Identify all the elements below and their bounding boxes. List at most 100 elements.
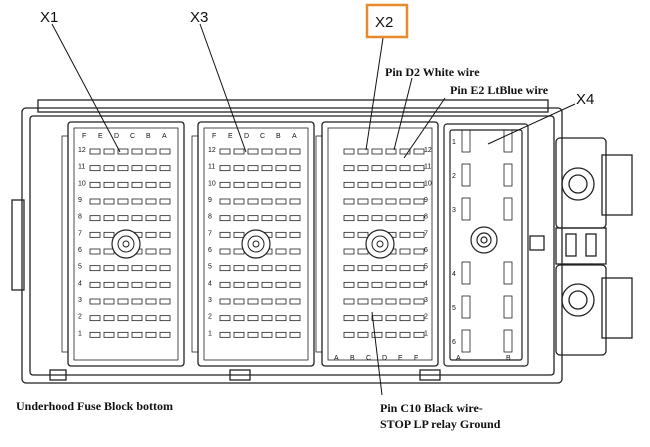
pin-cavity xyxy=(233,248,245,255)
column-letter: B xyxy=(276,133,281,140)
pin-cavity xyxy=(233,331,245,338)
pin-cavity xyxy=(357,165,369,172)
pin-cavity xyxy=(261,281,273,288)
pin-cavity xyxy=(131,315,143,322)
pin-cavity xyxy=(275,298,287,305)
pin-cavity xyxy=(233,231,245,238)
pin-cavity xyxy=(219,181,231,188)
pin-cavity xyxy=(159,231,171,238)
x4-pin-number: 3 xyxy=(452,207,456,214)
pin-cavity xyxy=(399,215,411,222)
pin-cavity xyxy=(233,165,245,172)
pin-cavity xyxy=(159,248,171,255)
x4-connector xyxy=(443,123,529,367)
row-number: 6 xyxy=(424,247,428,254)
pin-cavity xyxy=(219,298,231,305)
row-number: 10 xyxy=(78,180,86,187)
x4-pin-number: 5 xyxy=(452,305,456,312)
pin-cavity xyxy=(399,198,411,205)
row-number: 10 xyxy=(424,180,432,187)
label-pin-c10-line2: STOP LP relay Ground xyxy=(380,417,501,431)
pin-cavity xyxy=(219,315,231,322)
pin-cavity xyxy=(357,248,369,255)
pin-cavity xyxy=(343,265,355,272)
pin-cavity xyxy=(131,298,143,305)
pin-cavity xyxy=(145,281,157,288)
row-number: 7 xyxy=(424,230,428,237)
row-number: 12 xyxy=(78,147,86,154)
pin-cavity xyxy=(289,198,301,205)
pin-cavity xyxy=(117,298,129,305)
pin-cavity xyxy=(131,281,143,288)
pin-cavity xyxy=(219,165,231,172)
pin-cavity xyxy=(103,298,115,305)
x4-pin-cavity xyxy=(503,197,513,221)
pin-cavity xyxy=(261,315,273,322)
pin-cavity xyxy=(89,231,101,238)
x4-pin-cavity xyxy=(503,329,513,353)
row-number: 5 xyxy=(424,264,428,271)
pin-cavity xyxy=(131,148,143,155)
pin-cavity xyxy=(117,181,129,188)
pin-cavity xyxy=(343,165,355,172)
connector-inner-frame xyxy=(327,127,433,361)
pin-cavity xyxy=(357,198,369,205)
pin-cavity xyxy=(159,148,171,155)
label-x4: X4 xyxy=(576,91,594,108)
pin-cavity xyxy=(89,248,101,255)
pin-cavity xyxy=(399,315,411,322)
connector-rail xyxy=(61,135,69,353)
column-letter: A xyxy=(162,133,167,140)
column-letter: A xyxy=(334,355,339,362)
pin-cavity xyxy=(275,281,287,288)
x4-pin-cavity xyxy=(503,163,513,187)
center-boss xyxy=(111,229,141,259)
pin-cavity xyxy=(289,331,301,338)
x4-pin-number: 4 xyxy=(452,271,456,278)
pin-cavity xyxy=(399,331,411,338)
pin-cavity xyxy=(399,265,411,272)
pin-cavity xyxy=(385,281,397,288)
pin-cavity xyxy=(357,231,369,238)
pin-cavity xyxy=(289,265,301,272)
pin-cavity xyxy=(343,198,355,205)
pin-cavity xyxy=(413,298,425,305)
pin-cavity xyxy=(219,265,231,272)
x4-pin-cavity xyxy=(461,163,471,187)
pin-cavity xyxy=(247,165,259,172)
pin-cavity xyxy=(131,331,143,338)
pin-cavity xyxy=(89,265,101,272)
pin-cavity xyxy=(343,248,355,255)
pin-cavity xyxy=(233,198,245,205)
pin-cavity xyxy=(89,331,101,338)
pin-cavity xyxy=(343,215,355,222)
pin-cavity xyxy=(413,281,425,288)
pin-cavity xyxy=(289,181,301,188)
x4-pin-cavity xyxy=(461,129,471,153)
pin-cavity xyxy=(247,281,259,288)
pin-cavity xyxy=(145,265,157,272)
column-letter: E xyxy=(398,355,403,362)
pin-cavity xyxy=(385,198,397,205)
row-number: 11 xyxy=(78,164,85,171)
pin-cavity xyxy=(275,165,287,172)
pin-cavity xyxy=(275,231,287,238)
pin-cavity xyxy=(371,215,383,222)
pin-cavity xyxy=(385,298,397,305)
x4-pin-cavity xyxy=(503,261,513,285)
connector-inner-frame xyxy=(73,127,179,361)
housing xyxy=(11,99,633,384)
pin-cavity xyxy=(399,231,411,238)
pin-cavity xyxy=(219,198,231,205)
pin-cavity xyxy=(89,215,101,222)
pin-cavity xyxy=(261,198,273,205)
row-number: 4 xyxy=(208,280,212,287)
center-boss-inner xyxy=(247,235,265,253)
pin-cavity xyxy=(289,298,301,305)
pin-cavity xyxy=(159,165,171,172)
x4-pin-number: 6 xyxy=(452,339,456,346)
pin-cavity xyxy=(159,265,171,272)
column-letter: E xyxy=(228,133,233,140)
column-letter: C xyxy=(130,133,135,140)
pin-cavity xyxy=(247,265,259,272)
